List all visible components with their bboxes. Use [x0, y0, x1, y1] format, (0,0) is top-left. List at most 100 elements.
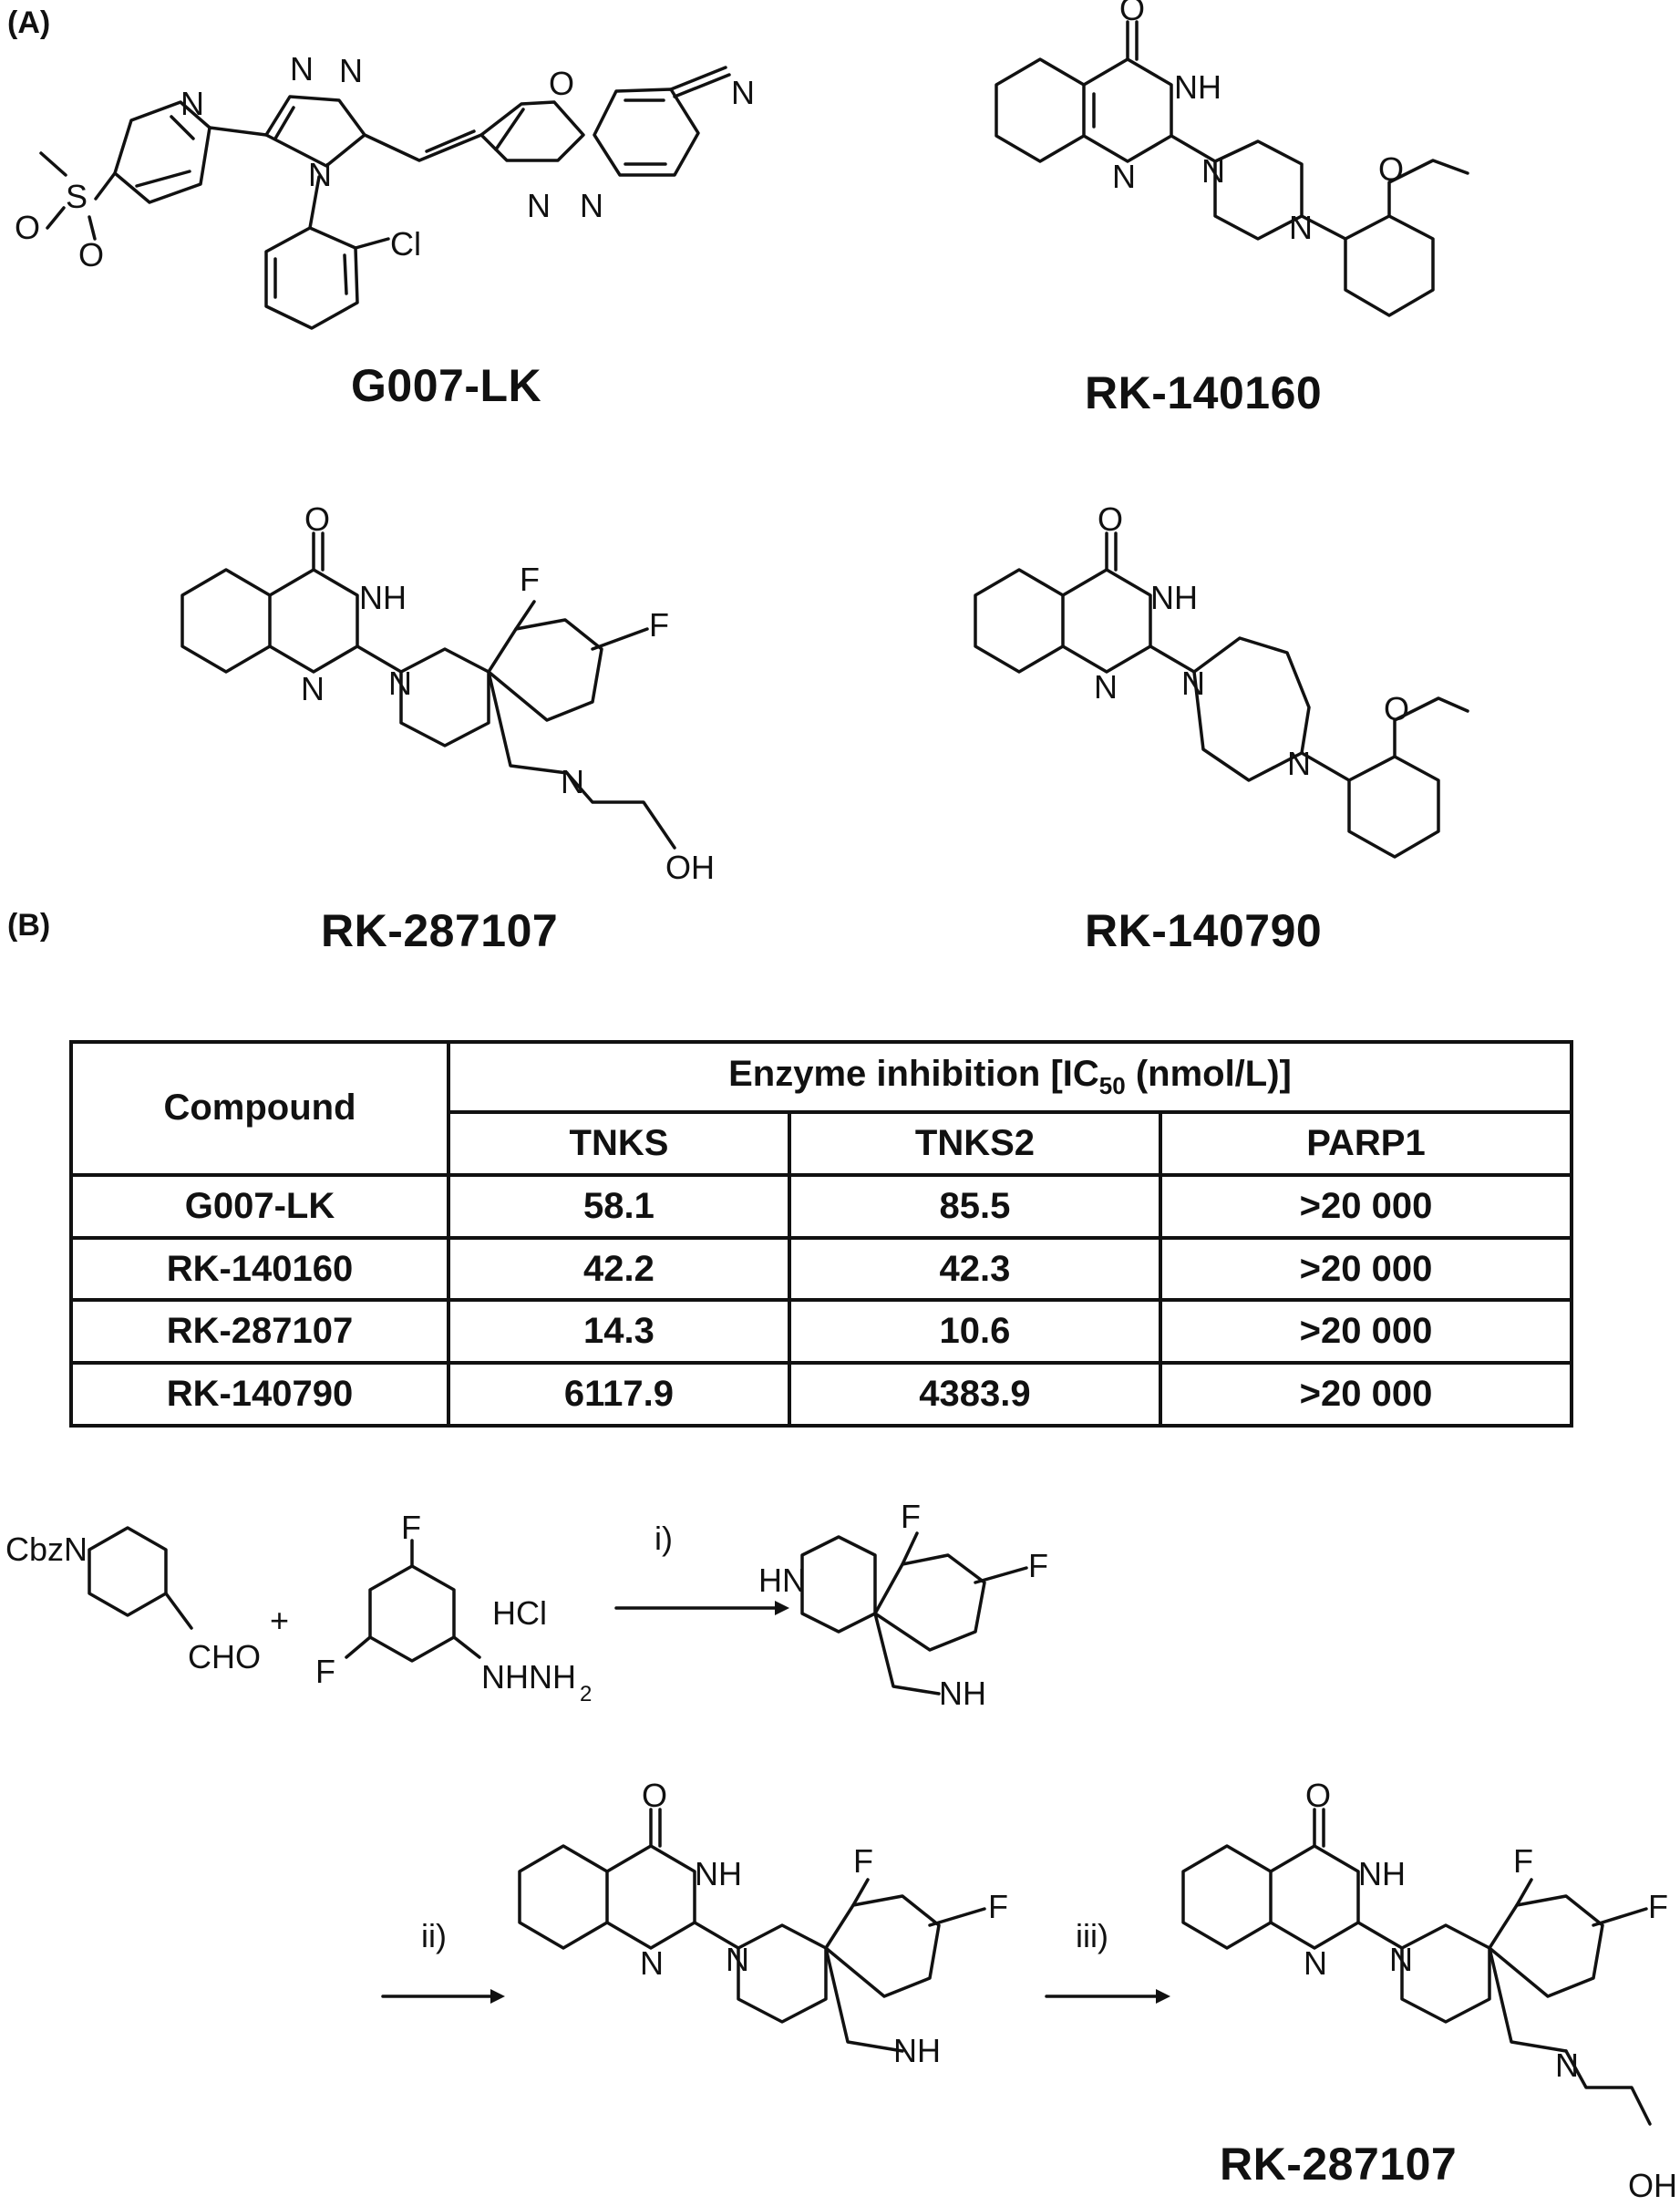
atom-label: O	[1384, 690, 1409, 727]
table-cell-tnks: 58.1	[447, 1172, 791, 1240]
atom-label: NH	[1174, 68, 1221, 106]
table-cell-parp1: >20 000	[1159, 1298, 1573, 1366]
atom-label: N	[388, 665, 412, 702]
panel-label-b: (B)	[7, 908, 51, 943]
table-header-tnks2: TNKS2	[787, 1110, 1163, 1177]
svg-text:2: 2	[580, 1682, 592, 1706]
atom-label: O	[304, 500, 330, 538]
atom-label: N	[1287, 745, 1311, 782]
atom-label: F	[1028, 1547, 1048, 1584]
atom-label: N	[301, 670, 325, 707]
atom-label: F	[901, 1498, 921, 1535]
atom-label: NH	[1358, 1855, 1406, 1892]
atom-label: HN	[758, 1562, 806, 1599]
atom-label: O	[642, 1777, 667, 1814]
compound-name-rk140160: RK-140160	[1085, 367, 1323, 418]
structure-rk140790: O NH N N N O	[974, 500, 1469, 859]
atom-label: N	[1304, 1944, 1327, 1982]
atom-label: N	[726, 1941, 749, 1978]
atom-label: S	[66, 178, 88, 215]
hcl-label: HCl	[492, 1594, 547, 1632]
structure-rk287107: F F N OH O NH N N	[180, 500, 715, 886]
table-header-row: Compound Enzyme inhibition [IC50 (nmol/L…	[69, 1039, 1573, 1177]
plus-sign: +	[270, 1602, 289, 1639]
table-row: RK-140160 42.2 42.3 >20 000	[69, 1235, 1573, 1303]
table-header-group: Enzyme inhibition [IC50 (nmol/L)]	[447, 1039, 1573, 1115]
table-cell-compound: G007-LK	[69, 1172, 450, 1240]
atom-label: NHNH	[481, 1658, 576, 1696]
compound-name-rk287107: RK-287107	[321, 905, 559, 956]
table-cell-parp1: >20 000	[1159, 1235, 1573, 1303]
table-cell-compound: RK-287107	[69, 1298, 450, 1366]
atom-label: O	[1119, 0, 1145, 27]
atom-label: F	[988, 1888, 1008, 1925]
table-cell-parp1: >20 000	[1159, 1172, 1573, 1240]
compound-name-product: RK-287107	[1220, 2139, 1458, 2190]
atom-label: NH	[893, 2032, 941, 2069]
atom-label: F	[520, 561, 540, 598]
atom-label: O	[78, 236, 104, 273]
structure-g007lk: N N N N S O O Cl O N N N	[15, 50, 755, 330]
atom-label: N	[640, 1944, 664, 1982]
compound-name-g007lk: G007-LK	[351, 360, 542, 411]
atom-label: F	[315, 1653, 335, 1690]
table-cell-compound: RK-140160	[69, 1235, 450, 1303]
table-header-tnks: TNKS	[447, 1110, 791, 1177]
table-cell-compound: RK-140790	[69, 1361, 450, 1428]
atom-label: O	[1098, 500, 1123, 538]
step-i-label: i)	[654, 1520, 673, 1557]
table-cell-tnks2: 4383.9	[787, 1361, 1163, 1428]
atom-label: N	[339, 52, 363, 89]
atom-label: F	[1648, 1888, 1668, 1925]
step-ii-label: ii)	[421, 1917, 447, 1954]
panel-label-a: (A)	[7, 5, 51, 40]
table-row: RK-287107 14.3 10.6 >20 000	[69, 1298, 1573, 1366]
table-cell-tnks2: 42.3	[787, 1235, 1163, 1303]
table-header-compound: Compound	[69, 1040, 450, 1177]
atom-label: N	[1289, 209, 1313, 246]
atom-label: NH	[1150, 579, 1198, 616]
atom-label: F	[853, 1842, 873, 1880]
atom-label: NH	[695, 1855, 742, 1892]
atom-label: N	[527, 187, 551, 224]
atom-label: Cl	[390, 225, 421, 263]
step-iii-label: iii)	[1076, 1917, 1108, 1954]
structure-rk140160: O NH N N N O	[995, 0, 1469, 317]
atom-label: O	[15, 209, 40, 246]
atom-label: N	[290, 50, 314, 88]
atom-label: NH	[359, 579, 407, 616]
table-cell-tnks: 6117.9	[447, 1361, 791, 1428]
atom-label: N	[308, 156, 332, 193]
atom-label: N	[580, 187, 603, 224]
atom-label: F	[649, 606, 669, 644]
table-cell-tnks: 42.2	[447, 1235, 791, 1303]
table-header-parp1: PARP1	[1159, 1110, 1573, 1177]
atom-label: OH	[665, 849, 715, 886]
atom-label: F	[401, 1509, 421, 1546]
atom-label: N	[1181, 665, 1205, 702]
atom-label: F	[1513, 1842, 1533, 1880]
table-cell-tnks2: 10.6	[787, 1298, 1163, 1366]
atom-label: NH	[939, 1675, 986, 1712]
atom-label: N	[180, 85, 204, 122]
atom-label: CbzN	[5, 1531, 88, 1568]
atom-label: N	[1201, 152, 1225, 190]
atom-label: O	[549, 65, 574, 102]
table-cell-parp1: >20 000	[1159, 1361, 1573, 1428]
table-cell-tnks2: 85.5	[787, 1172, 1163, 1240]
table-subheader-row: TNKS TNKS2 PARP1	[71, 1110, 1573, 1177]
atom-label: OH	[1628, 2167, 1677, 2204]
atom-label: N	[1555, 2046, 1579, 2084]
table-row: RK-140790 6117.9 4383.9 >20 000	[69, 1361, 1573, 1428]
structure-synthesis-product: O NH N N F F N OH	[1045, 1777, 1677, 2204]
atom-label: N	[1094, 668, 1118, 706]
ic50-table: Compound Enzyme inhibition [IC50 (nmol/L…	[69, 1039, 1573, 1428]
compound-name-rk140790: RK-140790	[1085, 905, 1323, 956]
atom-label: O	[1305, 1777, 1331, 1814]
atom-label: CHO	[188, 1638, 261, 1675]
structure-synthesis-step1: CbzN CHO F F NHNH 2 HN F F NH	[5, 1498, 1048, 1712]
atom-label: N	[731, 74, 755, 111]
structure-synthesis-intermediate: O NH N N F F NH	[381, 1777, 1008, 2069]
table-row: G007-LK 58.1 85.5 >20 000	[69, 1172, 1573, 1240]
